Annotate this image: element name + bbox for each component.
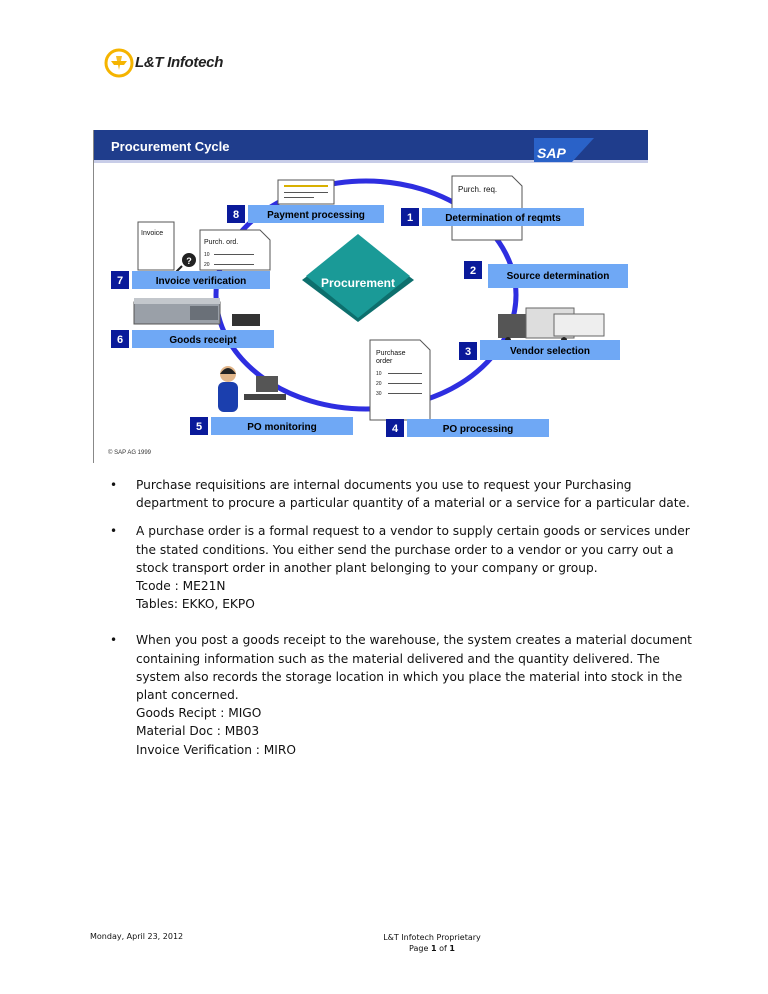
step-6-goods-receipt: 6 Goods receipt (111, 330, 274, 348)
bullet-marker: • (110, 524, 118, 539)
doc-line-20: 20 (204, 262, 210, 268)
company-logo: L&T Infotech (104, 48, 234, 80)
sap-logo (534, 138, 594, 162)
purch-ord-document-icon: Purch. ord. 10 20 (199, 229, 271, 271)
purch-req-label: Purch. req. (458, 185, 497, 194)
step-label: Goods receipt (169, 335, 237, 346)
step-label: Payment processing (267, 210, 365, 221)
diamond-label: Procurement (321, 276, 395, 290)
invoice-label: Invoice (141, 230, 163, 237)
step-num: 7 (117, 275, 123, 287)
footer-proprietary: L&T Infotech Proprietary (383, 933, 481, 942)
person-at-computer-icon (218, 366, 286, 412)
text-line: Goods Recipt : MIGO (136, 706, 262, 721)
step-num: 3 (465, 346, 471, 358)
procurement-cycle-diagram: Procurement Cycle SAP Procurement Purch.… (93, 130, 648, 463)
text-line: stock transport order in another plant b… (136, 560, 598, 575)
step-4-po-processing: 4 PO processing (386, 419, 549, 437)
purchase-order-document-icon: Purchase order 10 20 30 (369, 339, 431, 421)
doc-line-10: 10 (204, 252, 210, 258)
footer-date: Monday, April 23, 2012 (90, 932, 184, 941)
po-line-20: 20 (376, 381, 382, 387)
text-line: Tcode : ME21N (136, 579, 226, 594)
step-num: 4 (392, 423, 399, 435)
text-line: the stated conditions. You either send t… (136, 542, 674, 557)
page-label: Page (409, 944, 429, 953)
slide-title: Procurement Cycle (111, 139, 230, 154)
step-num: 5 (196, 421, 202, 433)
question-mark: ? (186, 256, 192, 266)
text-line: Tables: EKKO, EKPO (136, 597, 255, 612)
step-num: 1 (407, 212, 413, 224)
step-1-determination: 1 Determination of reqmts (401, 208, 584, 226)
cycle-circle (213, 178, 519, 412)
footer-center: L&T Infotech Proprietary Page 1 of 1 (352, 932, 512, 954)
text-line: When you post a goods receipt to the war… (136, 633, 692, 648)
text-line: department to procure a particular quant… (136, 496, 690, 511)
purchase-order-label-1: Purchase (376, 350, 406, 357)
step-label: PO monitoring (247, 422, 316, 433)
text-line: containing information such as the mater… (136, 651, 660, 666)
trucks-icon (498, 307, 605, 343)
bullet-marker: • (110, 633, 118, 648)
bullet-purchase-order: • A purchase order is a formal request t… (108, 522, 720, 613)
purch-ord-label: Purch. ord. (204, 239, 238, 246)
payment-document-icon (277, 179, 335, 205)
bullet-purchase-requisitions: • Purchase requisitions are internal doc… (108, 476, 720, 512)
po-line-10: 10 (376, 371, 382, 377)
bullet-goods-receipt: • When you post a goods receipt to the w… (108, 631, 720, 758)
text-line: system also records the storage location… (136, 669, 683, 684)
text-line: A purchase order is a formal request to … (136, 524, 690, 539)
step-label: Source determination (507, 271, 610, 282)
step-7-invoice: 7 Invoice verification (111, 271, 270, 289)
step-num: 8 (233, 209, 239, 221)
footer-page: Page 1 of 1 (352, 943, 512, 954)
text-line: Invoice Verification : MIRO (136, 742, 296, 757)
step-2-source: 2 Source determination (464, 261, 628, 288)
procurement-diamond: Procurement (302, 234, 414, 322)
page-total: 1 (449, 944, 455, 953)
bullet-list: • Purchase requisitions are internal doc… (108, 476, 720, 759)
page-of: of (439, 944, 447, 953)
bullet-marker: • (110, 478, 118, 492)
step-label: Invoice verification (156, 276, 247, 287)
text-line: plant concerned. (136, 688, 239, 703)
po-line-30: 30 (376, 391, 382, 397)
warehouse-icon (133, 298, 260, 326)
slide-copyright: © SAP AG 1999 (108, 449, 152, 456)
step-num: 6 (117, 334, 123, 346)
page-number: 1 (430, 944, 437, 953)
lt-logo-icon (104, 48, 134, 78)
sap-logo-text: SAP (537, 145, 566, 161)
invoice-document-icon: Invoice (137, 221, 175, 271)
step-label: Determination of reqmts (445, 213, 561, 224)
step-5-po-monitoring: 5 PO monitoring (190, 417, 353, 435)
purchase-order-label-2: order (376, 358, 393, 365)
step-3-vendor: 3 Vendor selection (459, 340, 620, 360)
text-line: Material Doc : MB03 (136, 724, 260, 739)
text-line: Purchase requisitions are internal docum… (136, 478, 632, 492)
step-8-payment: 8 Payment processing (227, 205, 384, 223)
logo-text: L&T Infotech (135, 54, 224, 71)
step-label: Vendor selection (510, 346, 590, 357)
step-num: 2 (470, 265, 476, 277)
step-label: PO processing (443, 424, 514, 435)
